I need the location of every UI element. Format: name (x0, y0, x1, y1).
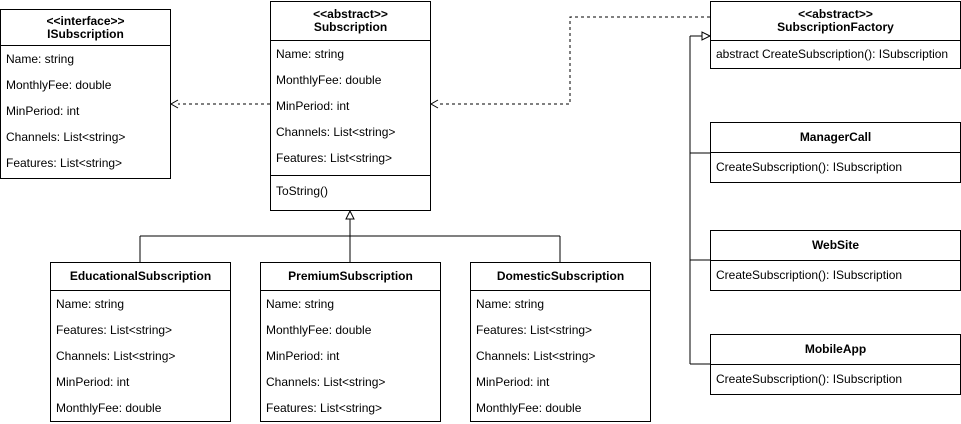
class-header: DomesticSubscription (471, 263, 650, 291)
method: CreateSubscription(): ISubscription (716, 160, 903, 174)
class-header: <<abstract>> Subscription (271, 2, 430, 41)
class-name: ISubscription (47, 26, 124, 41)
class-header: EducationalSubscription (51, 263, 230, 291)
attribute: Features: List<string> (6, 156, 123, 170)
class-subscription[interactable]: <<abstract>> Subscription Name: string M… (270, 1, 431, 211)
attribute: MinPeriod: int (476, 375, 550, 389)
attribute: Name: string (476, 297, 545, 311)
attribute: Name: string (6, 52, 75, 66)
attribute: MonthlyFee: double (276, 73, 382, 87)
attribute: MinPeriod: int (276, 99, 350, 113)
class-name: Subscription (313, 20, 388, 34)
class-educational-subscription[interactable]: EducationalSubscription Name: string Fea… (50, 262, 231, 422)
attribute: MonthlyFee: double (266, 323, 372, 337)
attribute: MinPeriod: int (56, 375, 130, 389)
class-isubscription[interactable]: <<interface>> ISubscription Name: string… (0, 9, 171, 179)
method: CreateSubscription(): ISubscription (716, 268, 903, 282)
class-name: SubscriptionFactory (777, 20, 894, 34)
open-arrow-subscription (429, 99, 439, 109)
class-website[interactable]: WebSite CreateSubscription(): ISubscript… (710, 230, 961, 291)
attribute: Features: List<string> (266, 401, 383, 415)
stereotype-label: <<abstract>> (798, 7, 873, 21)
attribute: MinPeriod: int (266, 349, 340, 363)
class-mobile-app[interactable]: MobileApp CreateSubscription(): ISubscri… (710, 334, 961, 395)
attribute: Name: string (276, 47, 345, 61)
class-header: WebSite (711, 231, 960, 261)
inheritance-triangle-subscription (345, 209, 355, 220)
attribute: Name: string (56, 297, 125, 311)
inheritance-triangle-factory (701, 31, 712, 41)
attribute: Channels: List<string> (476, 349, 596, 363)
attribute: Features: List<string> (276, 151, 393, 165)
attribute: Features: List<string> (56, 323, 173, 337)
class-subscription-factory[interactable]: <<abstract>> SubscriptionFactory abstrac… (710, 1, 961, 69)
open-arrow-isubscription (169, 99, 179, 109)
attribute: Channels: List<string> (276, 125, 396, 139)
class-header: MobileApp (711, 335, 960, 365)
class-name: MobileApp (804, 342, 867, 356)
class-name: WebSite (811, 238, 860, 252)
attribute: Channels: List<string> (6, 130, 126, 144)
class-premium-subscription[interactable]: PremiumSubscription Name: string Monthly… (260, 262, 441, 422)
attribute: MinPeriod: int (6, 104, 80, 118)
attribute: Channels: List<string> (266, 375, 386, 389)
class-header: PremiumSubscription (261, 263, 440, 291)
class-name: PremiumSubscription (288, 269, 413, 283)
class-domestic-subscription[interactable]: DomesticSubscription Name: string Featur… (470, 262, 651, 422)
method: CreateSubscription(): ISubscription (716, 372, 903, 386)
stereotype-label: <<abstract>> (313, 7, 388, 21)
stereotype-label: <<interface>> (46, 13, 125, 28)
attribute: MonthlyFee: double (6, 78, 112, 92)
attribute: Name: string (266, 297, 335, 311)
class-name: EducationalSubscription (69, 269, 212, 283)
class-name: DomesticSubscription (496, 269, 625, 283)
attribute: Features: List<string> (476, 323, 593, 337)
dependency-line-factory-subscription (438, 16, 710, 105)
class-manager-call[interactable]: ManagerCall CreateSubscription(): ISubsc… (710, 122, 961, 183)
attribute: MonthlyFee: double (476, 401, 582, 415)
attribute: MonthlyFee: double (56, 401, 162, 415)
class-header: ManagerCall (711, 123, 960, 153)
method-section: ToString() (271, 175, 430, 206)
method: abstract CreateSubscription(): ISubscrip… (716, 47, 949, 61)
class-header: <<interface>> ISubscription (1, 10, 170, 46)
class-name: ManagerCall (799, 130, 872, 144)
method: ToString() (276, 184, 329, 198)
class-header: <<abstract>> SubscriptionFactory (711, 2, 960, 41)
attribute: Channels: List<string> (56, 349, 176, 363)
